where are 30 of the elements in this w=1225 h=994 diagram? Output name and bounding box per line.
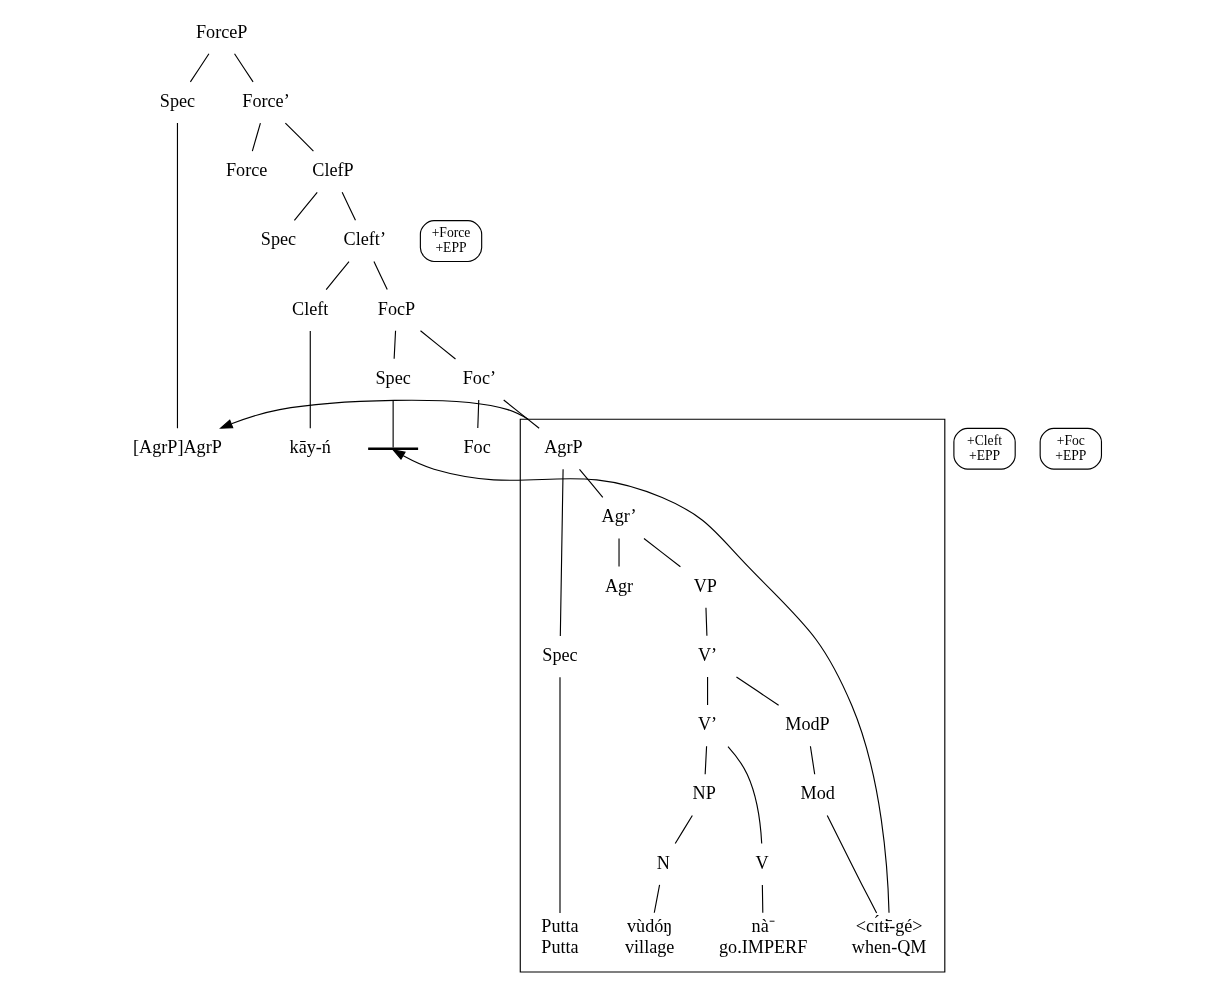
node-text: Spec (375, 367, 411, 388)
node-text: Spec (260, 229, 297, 250)
node-text: Putta Putta (541, 916, 579, 957)
node-text: [AgrP]AgrP (133, 437, 222, 458)
node-text: Spec (542, 644, 578, 665)
node-text: V’ (697, 644, 718, 665)
node-text: Cleft’ (343, 229, 386, 250)
node-text: V (755, 852, 769, 873)
node-text: ModP (785, 714, 830, 735)
node-text: NP (692, 783, 716, 804)
node-text: Force (226, 160, 268, 181)
node-text: Agr (604, 575, 634, 596)
node-text: ClefP (312, 160, 354, 181)
node-text: VP (693, 575, 717, 596)
node-text: V’ (697, 714, 718, 735)
node-text: kāy-ń (289, 437, 331, 458)
node-text: nà⁻ go.IMPERF (719, 916, 808, 957)
node-text: ForceP (196, 21, 248, 42)
node-text: Spec (159, 90, 196, 111)
node-text: vùdóŋ village (624, 916, 675, 957)
node-text: N (656, 852, 670, 873)
node-text: Agr’ (601, 506, 637, 527)
node-text: Foc (463, 437, 491, 458)
node-text: Cleft (292, 298, 329, 319)
node-text: Mod (800, 783, 835, 804)
node-text: <cɪ́tɨ̄-gé> when-QM (851, 916, 927, 957)
node-text: FocP (377, 298, 416, 319)
node-text: Foc’ (462, 367, 497, 388)
node-text: Force’ (242, 90, 290, 111)
node-text: AgrP (544, 437, 583, 458)
